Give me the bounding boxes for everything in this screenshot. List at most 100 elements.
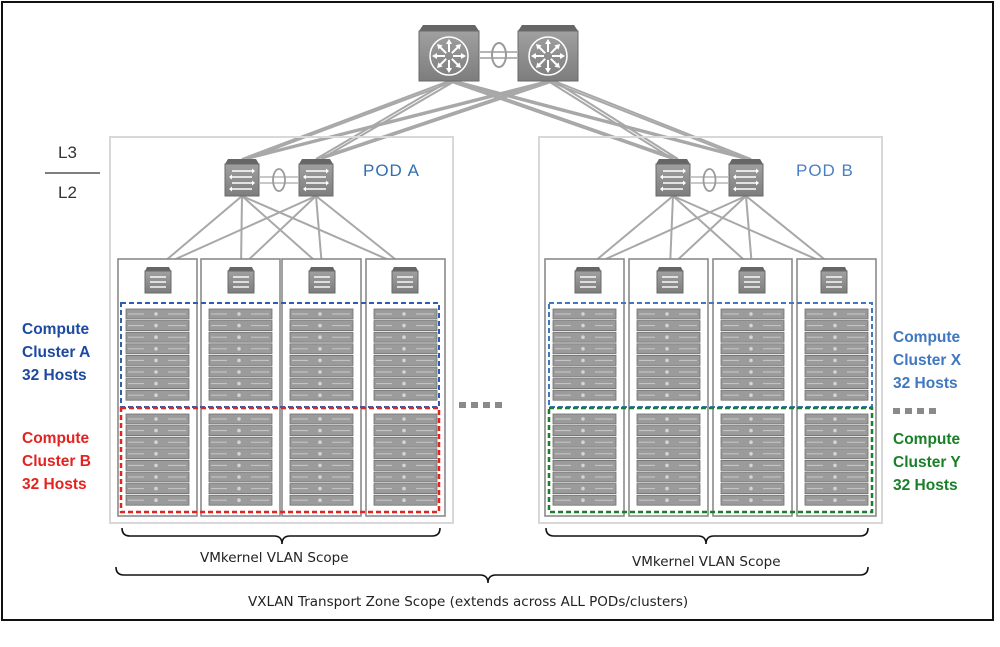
- server-icon: [636, 483, 701, 495]
- server-icon: [373, 425, 438, 437]
- server-icon: [720, 425, 785, 437]
- cluster-a-line3: 32 Hosts: [22, 367, 87, 384]
- server-icon: [720, 331, 785, 343]
- racks: [117, 258, 877, 517]
- server-icon: [552, 448, 617, 460]
- pod-a-agg-switch-2-icon: [298, 159, 334, 197]
- tor-switch-icon: [227, 267, 255, 294]
- pod-a-label: POD A: [363, 161, 420, 180]
- server-icon: [720, 320, 785, 332]
- pod-a-rack-4: [365, 258, 446, 517]
- server-icon: [636, 354, 701, 366]
- pod-a-vlan-scope-label: VMkernel VLAN Scope: [200, 550, 349, 566]
- server-icon: [125, 343, 190, 355]
- server-icon: [373, 436, 438, 448]
- server-icon: [552, 378, 617, 390]
- server-icon: [720, 436, 785, 448]
- pod-b-agg-switch-2-icon: [728, 159, 764, 197]
- server-icon: [208, 471, 273, 483]
- server-icon: [208, 425, 273, 437]
- pod-b-scope-brace: [545, 527, 869, 545]
- cluster-y-label: Compute Cluster Y 32 Hosts: [893, 428, 961, 497]
- cluster-b-boundary: [119, 406, 441, 514]
- server-icon: [636, 494, 701, 506]
- server-icon: [208, 459, 273, 471]
- server-icon: [208, 308, 273, 320]
- server-icon: [636, 448, 701, 460]
- tor-switch-icon: [656, 267, 684, 294]
- server-icon: [636, 308, 701, 320]
- server-icon: [125, 320, 190, 332]
- server-icon: [289, 320, 354, 332]
- server-icon: [125, 366, 190, 378]
- server-icon: [125, 389, 190, 401]
- server-icon: [552, 471, 617, 483]
- server-icon: [125, 448, 190, 460]
- server-icon: [636, 471, 701, 483]
- server-icon: [373, 378, 438, 390]
- server-icon: [289, 331, 354, 343]
- server-icon: [552, 459, 617, 471]
- server-icon: [208, 436, 273, 448]
- server-icon: [552, 331, 617, 343]
- server-icon: [552, 389, 617, 401]
- server-icon: [289, 494, 354, 506]
- server-icon: [373, 343, 438, 355]
- server-icon: [552, 354, 617, 366]
- server-icon: [720, 471, 785, 483]
- server-icon: [804, 425, 869, 437]
- server-icon: [289, 378, 354, 390]
- server-icon: [636, 320, 701, 332]
- pod-b-container: [538, 136, 883, 524]
- cluster-x-line2: Cluster X: [893, 352, 962, 369]
- transport-zone-scope-label: VXLAN Transport Zone Scope (extends acro…: [248, 594, 689, 610]
- server-icon: [636, 436, 701, 448]
- server-icon: [804, 483, 869, 495]
- server-icon: [636, 331, 701, 343]
- server-icon: [125, 471, 190, 483]
- more-clusters-ellipsis: [893, 408, 936, 414]
- server-icon: [208, 366, 273, 378]
- server-icon: [552, 320, 617, 332]
- server-icon: [373, 366, 438, 378]
- server-icon: [636, 343, 701, 355]
- server-icon: [208, 354, 273, 366]
- pod-a-container: [109, 136, 454, 524]
- server-icon: [804, 343, 869, 355]
- server-icon: [208, 331, 273, 343]
- pod-a-agg-switch-1-icon: [224, 159, 260, 197]
- pod-a-rack-2: [200, 258, 281, 517]
- server-icon: [804, 320, 869, 332]
- tor-switch-icon: [738, 267, 766, 294]
- more-pods-ellipsis: [459, 402, 502, 408]
- server-icon: [804, 378, 869, 390]
- pod-b-agg-switch-1-icon: [655, 159, 691, 197]
- cluster-y-boundary: [547, 406, 874, 514]
- tor-switch-icon: [308, 267, 336, 294]
- server-icon: [552, 343, 617, 355]
- server-icon: [125, 413, 190, 425]
- cluster-b-line2: Cluster B: [22, 453, 91, 470]
- server-icon: [552, 366, 617, 378]
- server-icon: [552, 413, 617, 425]
- server-icon: [125, 308, 190, 320]
- server-icon: [552, 308, 617, 320]
- server-icon: [804, 471, 869, 483]
- server-icon: [804, 366, 869, 378]
- server-icon: [552, 436, 617, 448]
- server-icon: [804, 448, 869, 460]
- cluster-y-line3: 32 Hosts: [893, 477, 958, 494]
- server-icon: [552, 494, 617, 506]
- server-icon: [289, 483, 354, 495]
- layer3-label: L3: [58, 143, 77, 162]
- server-icon: [208, 494, 273, 506]
- server-icon: [804, 389, 869, 401]
- pod-b-label: POD B: [796, 161, 854, 180]
- server-icon: [125, 331, 190, 343]
- cluster-a-line2: Cluster A: [22, 344, 91, 361]
- tor-switch-icon: [144, 267, 172, 294]
- server-icon: [373, 494, 438, 506]
- server-icon: [636, 366, 701, 378]
- server-icon: [208, 320, 273, 332]
- server-icon: [125, 354, 190, 366]
